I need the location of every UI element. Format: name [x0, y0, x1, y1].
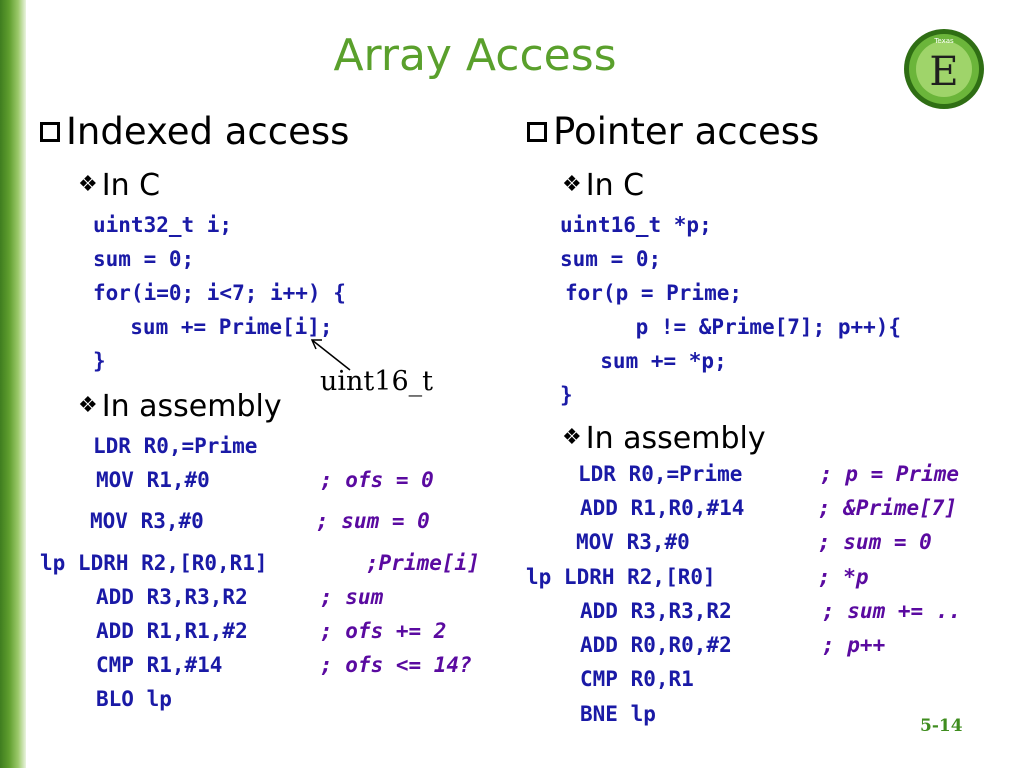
asm-line: CMP R0,R1 — [580, 667, 694, 691]
indexed-access-heading: Indexed access — [40, 110, 349, 153]
asm-line: lp LDRH R2,[R0] — [526, 565, 716, 589]
asm-line: BLO lp — [96, 687, 172, 711]
asm-line: ADD R1,R0,#14 — [580, 496, 745, 520]
code-line: for(i=0; i<7; i++) { — [93, 281, 346, 305]
asm-line: ADD R3,R3,R2 — [96, 585, 248, 609]
diamond-bullet-icon: ❖ — [562, 425, 582, 450]
uint16-annotation: uint16_t — [320, 366, 433, 397]
annotation-arrow — [310, 339, 351, 371]
asm-comment: ; *p — [818, 565, 869, 589]
asm-comment: ; &Prime[7] — [818, 496, 958, 520]
left-accent-bar — [0, 0, 26, 768]
asm-line: LDR R0,=Prime — [93, 434, 258, 458]
right-asm-heading: ❖In assembly — [562, 421, 766, 456]
diamond-bullet-icon: ❖ — [78, 172, 98, 197]
left-asm-heading: ❖In assembly — [78, 389, 282, 424]
asm-comment: ; p++ — [822, 633, 886, 657]
code-line: sum += *p; — [575, 349, 727, 373]
asm-comment: ; sum = 0 — [818, 530, 932, 554]
diamond-bullet-icon: ❖ — [562, 172, 582, 197]
code-line: sum += Prime[i]; — [105, 315, 333, 339]
asm-line: MOV R3,#0 — [90, 509, 204, 533]
asm-comment: ; p = Prime — [820, 462, 960, 486]
asm-comment: ; ofs += 2 — [320, 619, 447, 643]
asm-line: ADD R1,R1,#2 — [96, 619, 248, 643]
code-line: } — [560, 383, 573, 407]
asm-comment: ; ofs = 0 — [320, 468, 434, 492]
asm-comment: ; ofs <= 14? — [320, 653, 472, 677]
asm-line: MOV R1,#0 — [96, 468, 210, 492]
code-line: sum = 0; — [560, 247, 662, 271]
left-c-heading: ❖In C — [78, 168, 161, 203]
code-line: uint16_t *p; — [560, 213, 712, 237]
asm-comment: ; sum += .. — [822, 599, 962, 623]
svg-text:E: E — [929, 49, 958, 95]
right-c-code: uint16_t *p; sum = 0; for(p = Prime; p != … — [560, 208, 901, 412]
asm-line: LDR R0,=Prime — [578, 462, 743, 486]
pointer-access-heading: Pointer access — [527, 110, 819, 153]
checkbox-bullet-icon — [527, 122, 547, 142]
texas-e-logo: Texas E — [904, 29, 984, 109]
diamond-bullet-icon: ❖ — [78, 393, 98, 418]
checkbox-bullet-icon — [40, 122, 60, 142]
code-line: sum = 0; — [93, 247, 195, 271]
page-number: 5-14 — [920, 716, 963, 736]
asm-comment: ; sum — [320, 585, 384, 609]
asm-line: BNE lp — [580, 702, 656, 726]
left-c-code: uint32_t i;sum = 0;for(i=0; i<7; i++) { … — [93, 208, 346, 378]
right-c-heading: ❖In C — [562, 168, 645, 203]
asm-comment: ; sum = 0 — [316, 509, 430, 533]
asm-line: CMP R1,#14 — [96, 653, 223, 677]
asm-line: ADD R0,R0,#2 — [580, 633, 732, 657]
asm-line: ADD R3,R3,R2 — [580, 599, 732, 623]
svg-text:Texas: Texas — [933, 37, 954, 45]
asm-comment: ;Prime[i] — [366, 551, 480, 575]
code-line: } — [93, 349, 106, 373]
code-line: for(p = Prime; — [565, 281, 743, 305]
slide-title: Array Access — [333, 30, 617, 81]
asm-line: lp LDRH R2,[R0,R1] — [40, 551, 268, 575]
code-line: p != &Prime[7]; p++){ — [585, 315, 902, 339]
asm-line: MOV R3,#0 — [576, 530, 690, 554]
code-line: uint32_t i; — [93, 213, 233, 237]
